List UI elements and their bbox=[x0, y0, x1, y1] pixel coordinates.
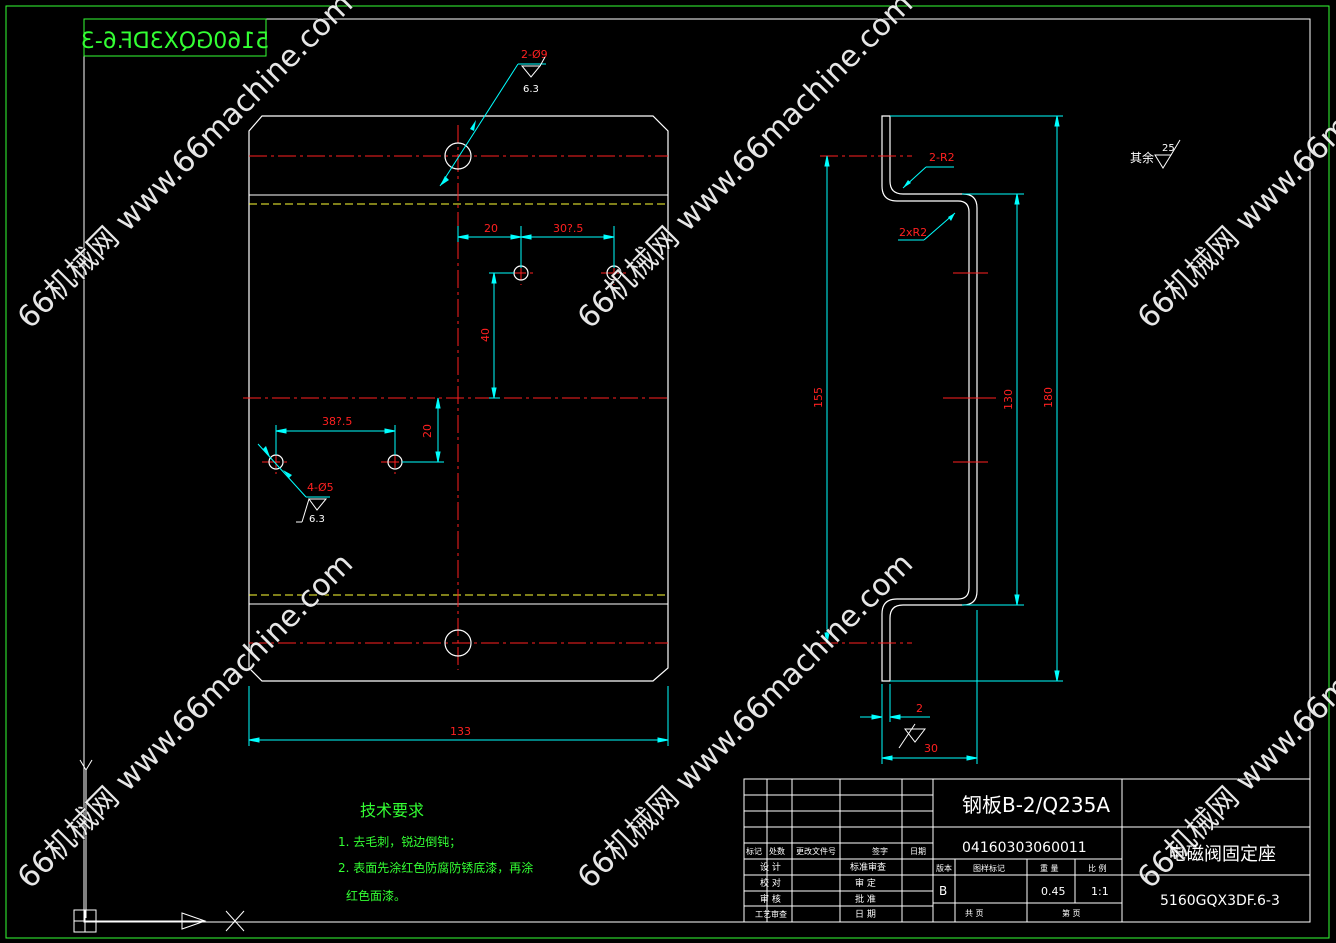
radius-mid-leader: 2xR2 bbox=[898, 212, 956, 241]
title-block-weight-header: 重 量 bbox=[1040, 863, 1059, 873]
dim-20-vertical bbox=[402, 397, 444, 463]
title-block-material: 钢板B-2/Q235A bbox=[962, 793, 1110, 817]
dim-40-text: 40 bbox=[479, 328, 492, 342]
title-block-ratify-label: 批 准 bbox=[855, 893, 876, 905]
radius-mid-text: 2xR2 bbox=[899, 226, 927, 239]
tech-requirement-line-1: 1. 去毛刺，锐边倒钝； bbox=[338, 835, 461, 849]
title-block-header-change-doc: 更改文件号 bbox=[796, 846, 836, 856]
dim-depth bbox=[881, 610, 978, 764]
dim-155-text: 155 bbox=[812, 387, 825, 408]
dim-180-text: 180 bbox=[1042, 387, 1055, 408]
tech-requirements-title: 技术要求 bbox=[360, 801, 424, 820]
title-block-sheets-total: 共 页 bbox=[965, 909, 984, 918]
roughness-symbol-left bbox=[308, 498, 328, 511]
title-block-std-review-label: 标准审查 bbox=[850, 861, 886, 873]
hole-large-bottom bbox=[444, 629, 472, 657]
title-block-review-label: 审 核 bbox=[760, 893, 781, 905]
radius-top-text: 2-R2 bbox=[929, 151, 955, 164]
title-block-header-count: 处数 bbox=[769, 846, 785, 856]
title-block-header-date: 日期 bbox=[910, 847, 926, 856]
title-block-process-label: 工艺审查 bbox=[755, 909, 787, 919]
dim-130-height bbox=[962, 193, 1024, 606]
title-block-check-label: 校 对 bbox=[760, 877, 781, 889]
dim-20-vertical-text: 20 bbox=[421, 424, 434, 438]
callout-top-roughness: 6.3 bbox=[523, 84, 539, 95]
front-view: 2-Ø9 6.3 20 30?.5 40 bbox=[243, 48, 669, 746]
drawing-frame bbox=[5, 5, 1330, 939]
title-block-scale: 1:1 bbox=[1091, 885, 1109, 898]
title-block-part-code: 04160303060011 bbox=[962, 840, 1087, 856]
title-block-design-label: 设 计 bbox=[760, 861, 781, 873]
dim-130-text: 130 bbox=[1002, 389, 1015, 410]
title-block-weight: 0.45 bbox=[1041, 885, 1066, 898]
hole-large-top bbox=[444, 142, 472, 170]
radius-top-leader: 2-R2 bbox=[902, 151, 955, 189]
roughness-symbol-top bbox=[520, 65, 542, 78]
dim-155-height bbox=[824, 155, 830, 644]
dim-thickness-text: 2 bbox=[916, 702, 923, 715]
dim-133-width bbox=[248, 686, 669, 746]
dim-20-horizontal bbox=[457, 226, 615, 268]
ucs-icon bbox=[73, 759, 245, 933]
side-view: 2-R2 2xR2 155 130 bbox=[812, 115, 1063, 764]
title-block-text: 标记 处数 更改文件号 签字 日期 设 计 校 对 审 核 工艺审查 标准审查 … bbox=[746, 793, 1280, 920]
callout-top-label: 2-Ø9 bbox=[521, 48, 548, 61]
tech-requirements: 技术要求 1. 去毛刺，锐边倒钝； 2. 表面先涂红色防腐防锈底漆，再涂 红色面… bbox=[338, 801, 533, 903]
title-block bbox=[743, 778, 1311, 923]
title-block-header-mark: 标记 bbox=[746, 846, 762, 856]
callout-top: 2-Ø9 6.3 bbox=[439, 48, 548, 187]
title-block-sheet: 第 页 bbox=[1062, 908, 1081, 918]
title-block-drawing-mark-header: 图样标记 bbox=[973, 863, 1005, 873]
title-block-drawing-number: 5160GQX3DF.6-3 bbox=[1160, 893, 1280, 909]
mirrored-drawing-number: 5160GQX3DF.6-3 bbox=[81, 29, 269, 54]
callout-left-roughness: 6.3 bbox=[309, 514, 325, 525]
callout-left: 4-Ø5 6.3 bbox=[257, 443, 334, 525]
title-block-scale-header: 比 例 bbox=[1088, 863, 1107, 873]
callout-left-label: 4-Ø5 bbox=[307, 481, 334, 494]
title-block-part-name: 电磁阀固定座 bbox=[1168, 844, 1276, 865]
tech-requirement-line-3: 红色面漆。 bbox=[346, 888, 406, 903]
mirrored-number-box: 5160GQX3DF.6-3 bbox=[81, 18, 269, 57]
dim-depth-text: 30 bbox=[924, 742, 938, 755]
roughness-rest: 其余 25 bbox=[1130, 139, 1181, 169]
roughness-rest-value: 25 bbox=[1162, 143, 1175, 154]
roughness-rest-label: 其余 bbox=[1130, 150, 1154, 165]
dim-37-5-top-text: 30?.5 bbox=[553, 222, 583, 235]
tech-requirement-line-2: 2. 表面先涂红色防腐防锈底漆，再涂 bbox=[338, 860, 533, 875]
plate-outline bbox=[248, 115, 669, 682]
dim-40-vertical bbox=[489, 272, 514, 399]
dim-37-5-left bbox=[275, 425, 396, 455]
title-block-header-sign: 签字 bbox=[872, 846, 888, 856]
title-block-version: B bbox=[939, 884, 947, 898]
dim-37-5-left-text: 38?.5 bbox=[322, 415, 352, 428]
dim-133-text: 133 bbox=[450, 725, 471, 738]
title-block-date-label: 日 期 bbox=[855, 909, 876, 920]
title-block-version-header: 版本 bbox=[936, 863, 952, 873]
title-block-approve-label: 审 定 bbox=[855, 877, 876, 889]
dim-20-top-text: 20 bbox=[484, 222, 498, 235]
dim-thickness bbox=[860, 684, 930, 764]
